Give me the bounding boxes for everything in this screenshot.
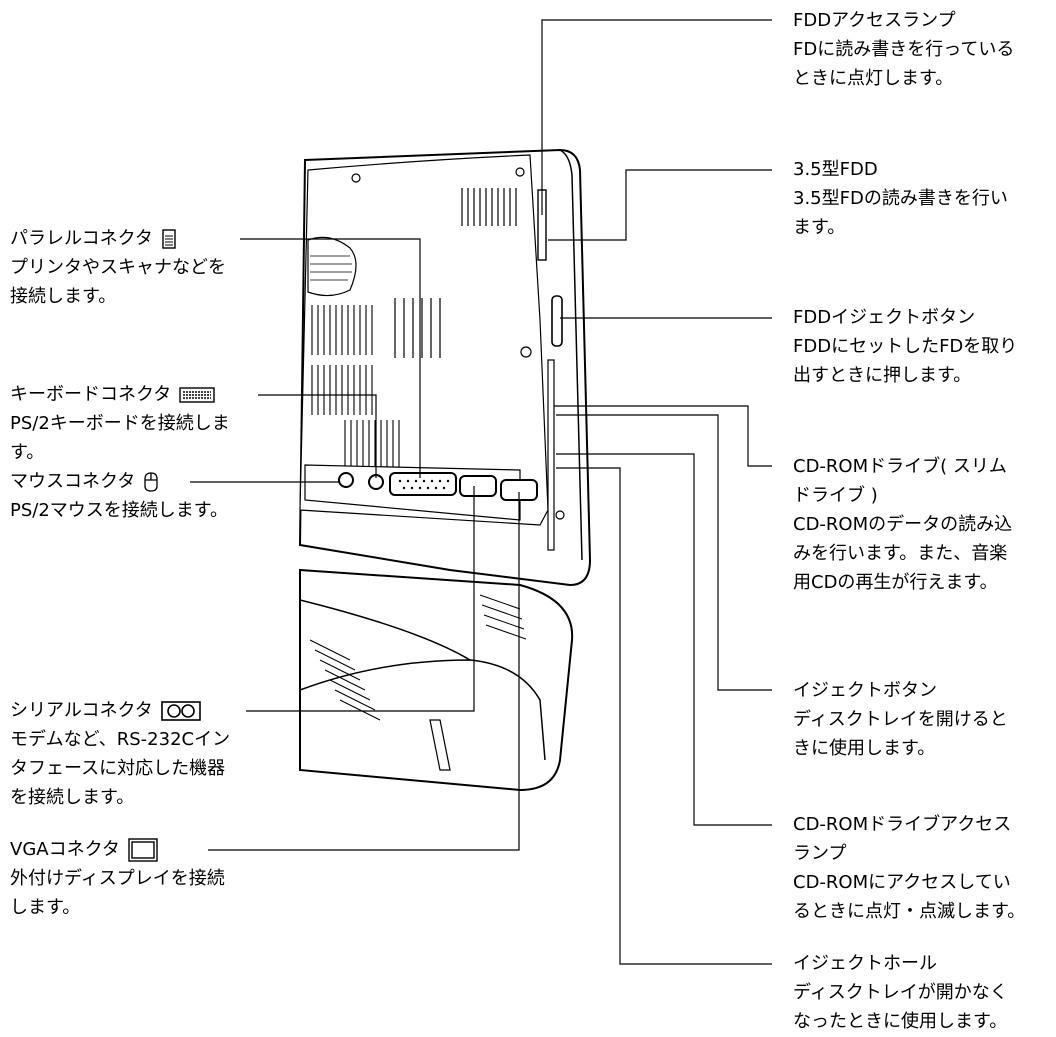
vga-port-icon <box>128 838 158 862</box>
cdrom-drive-desc-4: 用CDの再生が行えます。 <box>793 572 998 593</box>
label-fdd-eject-button: FDDイジェクトボタン FDDにセットしたFDを取り 出すときに押します。 <box>793 303 1017 390</box>
label-serial-connector: シリアルコネクタ モデムなど、RS-232Cイン タフェースに対応した機器 を接… <box>10 696 230 812</box>
fdd-eject-bump <box>551 295 563 347</box>
serial-port <box>459 475 497 497</box>
label-fdd: 3.5型FDD 3.5型FDの読み書きを行い ます。 <box>793 155 1008 242</box>
parallel-connector-desc-2: 接続します。 <box>10 286 117 307</box>
mouse-port <box>338 472 354 488</box>
label-fdd-access-lamp: FDDアクセスランプ FDに読み書きを行っている ときに点灯します。 <box>793 6 1014 93</box>
main-vents <box>311 305 400 470</box>
fdd-eject-button-desc-1: FDDにセットしたFDを取り <box>793 336 1018 357</box>
stand-vents <box>309 594 527 721</box>
cdrom-slot <box>547 359 555 551</box>
eject-hole-title: イジェクトホール <box>793 953 937 974</box>
parallel-port <box>389 472 457 496</box>
inner-panel <box>299 154 549 526</box>
cdrom-drive-desc-3: みを行います。また、音楽 <box>793 543 1008 564</box>
cdrom-drive-desc-1: ドライブ ) <box>793 485 878 506</box>
serial-connector-desc-1: モデムなど、RS-232Cイン <box>10 729 231 750</box>
left-leaders <box>190 238 520 851</box>
eject-hole-desc-2: なったときに使用します。 <box>793 1011 1008 1032</box>
parallel-port-icon <box>162 229 176 249</box>
keyboard-icon <box>179 387 215 403</box>
serial-connector-desc-3: を接続します。 <box>10 787 135 808</box>
label-cdrom-access-lamp: CD-ROMドライブアクセス ランプ CD-ROMにアクセスしてい るときに点灯… <box>793 810 1025 926</box>
label-vga-connector: VGAコネクタ 外付けディスプレイを接続 します。 <box>10 835 225 922</box>
fdd-eject-button-desc-2: 出すときに押します。 <box>793 365 972 386</box>
cdrom-drive-desc-2: CD-ROMのデータの読み込 <box>793 514 1013 535</box>
label-mouse-connector: マウスコネクタ PS/2マウスを接続します。 <box>10 467 228 525</box>
parallel-connector-title: パラレルコネクタ <box>10 228 153 249</box>
fdd-desc-1: 3.5型FDの読み書きを行い <box>793 188 1008 209</box>
vga-connector-desc-1: 外付けディスプレイを接続 <box>10 868 225 889</box>
mouse-connector-desc-1: PS/2マウスを接続します。 <box>10 500 228 521</box>
serial-connector-desc-2: タフェースに対応した機器 <box>10 758 226 779</box>
fdd-access-lamp-desc-1: FDに読み書きを行っている <box>793 39 1015 60</box>
serial-port-icon <box>160 701 201 721</box>
mouse-connector-title: マウスコネクタ <box>10 471 136 492</box>
label-keyboard-connector: キーボードコネクタ PS/2キーボードを接続しま す。 <box>10 380 230 467</box>
label-eject-hole: イジェクトホール ディスクトレイが開かなく なったときに使用します。 <box>793 949 1008 1036</box>
stand-neck <box>299 568 574 792</box>
vga-connector-title: VGAコネクタ <box>10 839 120 860</box>
fdd-eject-button-title: FDDイジェクトボタン <box>793 307 976 328</box>
cdrom-drive-title: CD-ROMドライブ( スリム <box>793 456 1007 477</box>
side-edge <box>559 149 583 561</box>
keyboard-connector-title: キーボードコネクタ <box>10 384 172 405</box>
fdd-title: 3.5型FDD <box>793 159 878 180</box>
eject-button-desc-1: ディスクトレイを開けると <box>793 709 1008 730</box>
mouse-icon <box>144 472 158 492</box>
fdd-access-lamp-title: FDDアクセスランプ <box>793 10 956 31</box>
fdd-access-lamp-desc-2: ときに点灯します。 <box>793 68 954 89</box>
round-grille <box>307 236 357 297</box>
serial-connector-title: シリアルコネクタ <box>10 700 153 721</box>
eject-button-title: イジェクトボタン <box>793 680 937 701</box>
keyboard-connector-desc-1: PS/2キーボードを接続しま <box>10 413 230 434</box>
eject-hole-desc-1: ディスクトレイが開かなく <box>793 982 1008 1003</box>
cdrom-access-lamp-desc-3: るときに点灯・点滅します。 <box>793 901 1026 922</box>
cdrom-access-lamp-desc-1: ランプ <box>793 843 847 864</box>
right-leaders <box>541 19 772 965</box>
parallel-connector-desc-1: プリンタやスキャナなどを <box>10 257 226 278</box>
cdrom-access-lamp-desc-2: CD-ROMにアクセスしてい <box>793 872 1011 893</box>
vga-connector-desc-2: します。 <box>10 897 81 918</box>
label-parallel-connector: パラレルコネクタ プリンタやスキャナなどを 接続します。 <box>10 224 226 311</box>
label-eject-button: イジェクトボタン ディスクトレイを開けると きに使用します。 <box>793 676 1008 763</box>
eject-button-desc-2: きに使用します。 <box>793 738 936 759</box>
label-cdrom-drive: CD-ROMドライブ( スリム ドライブ ) CD-ROMのデータの読み込 みを… <box>793 452 1012 597</box>
upper-vents <box>394 188 517 358</box>
cdrom-access-lamp-title: CD-ROMドライブアクセス <box>793 814 1012 835</box>
fdd-desc-2: ます。 <box>793 217 846 238</box>
keyboard-connector-desc-2: す。 <box>10 442 45 463</box>
